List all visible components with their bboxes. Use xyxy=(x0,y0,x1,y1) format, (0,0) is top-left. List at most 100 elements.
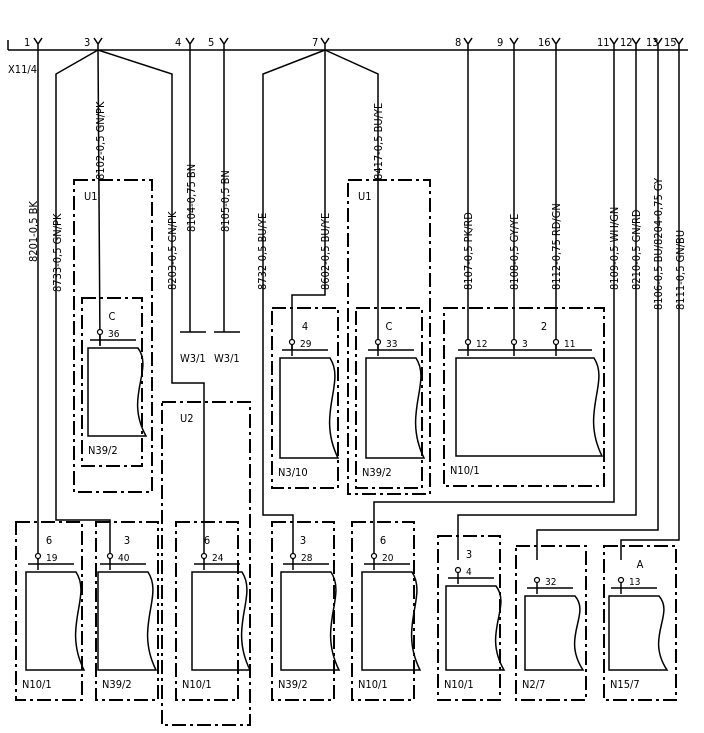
plug-label: C xyxy=(109,310,116,323)
pin-label: 33 xyxy=(386,339,397,350)
pin-dot xyxy=(370,552,378,560)
terminal-labels: 1 3 4 5 7 8 9 16 11 12 13 15 xyxy=(24,36,677,49)
wire-label: 8201-0,5 BK xyxy=(27,201,40,262)
wire-label: 8203-0,5 GN/PK xyxy=(166,211,179,290)
pin-dot xyxy=(374,338,382,346)
component-box xyxy=(437,535,501,701)
component-name: N10/1 xyxy=(22,678,52,691)
ground-label: W3/1 xyxy=(180,352,206,365)
pin-dot xyxy=(533,576,541,584)
pin-dot xyxy=(200,552,208,560)
wire-label: 8102-0,5 GN/PK xyxy=(94,101,107,180)
pin-label: 3 xyxy=(522,339,528,350)
component-box xyxy=(271,521,335,701)
pin-dot xyxy=(617,576,625,584)
device-body xyxy=(455,357,604,457)
group-boxes: U1 U2 U1 xyxy=(73,179,431,726)
wire-labels: 8201-0,5 BK 8733-0,5 GN/PK 8102-0,5 GN/P… xyxy=(27,101,687,310)
device-body xyxy=(365,357,426,459)
terminal-label: 4 xyxy=(175,36,181,49)
wire-label: 8104-0,75 BN xyxy=(185,164,198,232)
device-body xyxy=(361,571,422,671)
plug-label: 3 xyxy=(124,534,130,547)
wire-label: 8105-0,5 BN xyxy=(219,170,232,232)
device-body xyxy=(279,357,340,459)
component-box xyxy=(271,307,339,489)
pin-dot xyxy=(288,338,296,346)
group-label: U1 xyxy=(84,190,98,203)
component-box xyxy=(15,521,83,701)
plug-label: 2 xyxy=(541,320,547,333)
terminal-symbols xyxy=(33,37,684,50)
plug-label: 3 xyxy=(466,548,472,561)
terminal-label: 11 xyxy=(597,36,610,49)
device-body xyxy=(87,347,148,437)
wire-label: 8106-0,5 BU/8204-0,75 GY xyxy=(652,177,665,310)
terminal-label: 7 xyxy=(312,36,318,49)
component-name: N39/2 xyxy=(278,678,308,691)
component-box xyxy=(603,545,677,701)
terminal-label: 8 xyxy=(455,36,461,49)
terminal-label: 3 xyxy=(84,36,90,49)
pin-dot xyxy=(34,552,42,560)
plug-label: C xyxy=(386,320,393,333)
component-name: N2/7 xyxy=(522,678,545,691)
connector-bus: X11/4 xyxy=(7,40,688,76)
component-box xyxy=(95,521,159,701)
component-box xyxy=(81,297,143,467)
component-name: N39/2 xyxy=(362,466,392,479)
device-body xyxy=(25,571,86,671)
pin-label: 13 xyxy=(629,577,640,588)
plug-label: A xyxy=(637,558,644,571)
component-name: N15/7 xyxy=(610,678,640,691)
component-name: N10/1 xyxy=(182,678,212,691)
plug-label: 6 xyxy=(380,534,386,547)
wire-label: 8732-0,5 BU/YE xyxy=(256,213,269,290)
device-body xyxy=(97,571,158,671)
pin-label: 19 xyxy=(46,553,58,564)
pin-label: 20 xyxy=(382,553,394,564)
wire-label: 8111-0,5 GN/BU xyxy=(674,230,687,310)
plug-label: 4 xyxy=(302,320,308,333)
pin-dot xyxy=(289,552,297,560)
group-label: U1 xyxy=(358,190,372,203)
pin-label: 36 xyxy=(108,329,120,340)
device-body xyxy=(524,595,585,671)
pin-label: 32 xyxy=(545,577,556,588)
pin-dot xyxy=(106,552,114,560)
wire-label: 8733-0,5 GN/PK xyxy=(51,213,64,292)
device-body xyxy=(445,585,506,671)
plug-label: 6 xyxy=(204,534,210,547)
pin-label: 11 xyxy=(564,339,575,350)
pin-dot xyxy=(454,566,462,574)
component-name: N10/1 xyxy=(444,678,474,691)
pin-label: 4 xyxy=(466,567,472,578)
wire-label: 8112-0,75 RD/GN xyxy=(550,203,563,290)
component-box xyxy=(175,521,239,701)
wire-label: 8108-0,5 GY/YE xyxy=(508,214,521,290)
wire-label: 8107-0,5 PK/RD xyxy=(462,212,475,290)
ground-label: W3/1 xyxy=(214,352,240,365)
pin-label: 29 xyxy=(300,339,312,350)
wire-label: 8109-0,5 WH/GN xyxy=(608,207,621,290)
component-name: N39/2 xyxy=(88,444,118,457)
device-body xyxy=(280,571,341,671)
component-name: N10/1 xyxy=(450,464,480,477)
plug-label: 6 xyxy=(46,534,52,547)
wire-label: 8602-0,5 BU/YE xyxy=(319,213,332,290)
pin-label: 12 xyxy=(476,339,487,350)
component-name: N39/2 xyxy=(102,678,132,691)
terminal-label: 15 xyxy=(664,36,677,49)
component-name: N10/1 xyxy=(358,678,388,691)
pin-dot xyxy=(464,338,472,346)
